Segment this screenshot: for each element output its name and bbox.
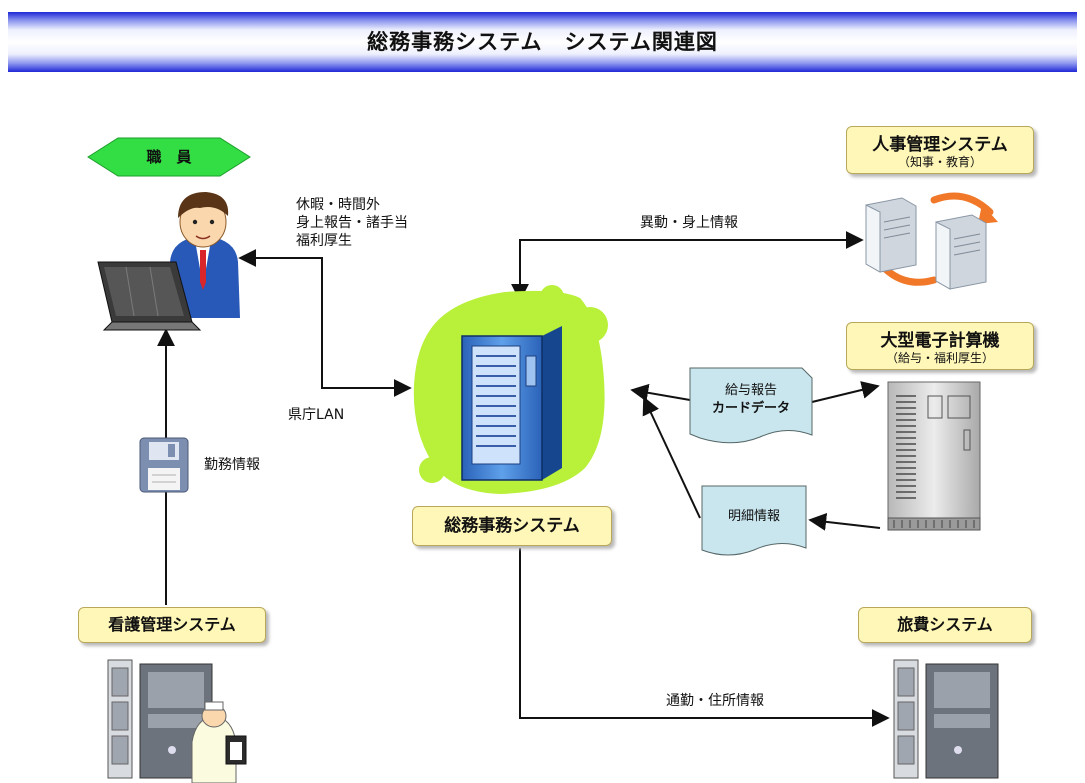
pc-tower-icon	[893, 659, 999, 779]
commute-label: 通勤・住所情報	[666, 693, 764, 709]
flow-item-personal: 身上報告・諸手当	[296, 215, 408, 231]
connectors	[157, 231, 890, 727]
detail-document-text: 明細情報	[702, 508, 806, 526]
flow-item-leave: 休暇・時間外	[296, 197, 380, 213]
hr-system-title: 人事管理システム	[872, 135, 1008, 155]
center-system-label: 総務事務システム	[444, 516, 580, 536]
payroll-line1: 給与報告	[724, 383, 777, 398]
flow-payroll-in	[630, 383, 691, 402]
nursing-system-box: 看護管理システム	[78, 607, 266, 643]
transfer-label: 異動・身上情報	[640, 215, 738, 231]
detail-label: 明細情報	[727, 509, 780, 524]
staff-tag-label: 職 員	[146, 148, 192, 166]
hr-system-box: 人事管理システム （知事・教育）	[846, 126, 1034, 174]
mainframe-icon	[887, 381, 981, 531]
flow-detail-in	[808, 512, 881, 531]
payroll-line2: カードデータ	[711, 401, 790, 416]
center-system-box: 総務事務システム	[412, 506, 612, 546]
payroll-document	[689, 367, 813, 444]
server-pair-icon	[865, 197, 987, 290]
staff-icon	[168, 192, 240, 318]
nurse-icon	[191, 701, 247, 783]
travel-system-box: 旅費システム	[858, 607, 1032, 643]
server-rack-icon	[413, 285, 608, 494]
staff-flow-items: 休暇・時間外 身上報告・諸手当 福利厚生	[296, 196, 408, 250]
lan-label: 県庁LAN	[288, 407, 345, 423]
page-title: 総務事務システム システム関連図	[367, 30, 718, 54]
laptop-icon	[97, 261, 202, 331]
detail-document	[701, 485, 807, 556]
mainframe-subtitle: （給与・福利厚生）	[885, 351, 994, 365]
floppy-disk-icon	[139, 437, 189, 493]
title-banner: 総務事務システム システム関連図	[8, 12, 1077, 72]
mainframe-title: 大型電子計算機	[880, 331, 1000, 351]
flow-transfer	[511, 231, 864, 302]
attendance-label: 勤務情報	[204, 457, 260, 473]
document-icon	[689, 367, 813, 556]
flow-staff-lan	[238, 249, 412, 397]
nursing-system-label: 看護管理システム	[108, 615, 236, 634]
mainframe-box: 大型電子計算機 （給与・福利厚生）	[846, 322, 1034, 370]
flow-payroll-out	[811, 381, 880, 403]
hr-system-subtitle: （知事・教育）	[897, 155, 982, 169]
payroll-document-text: 給与報告 カードデータ	[690, 382, 812, 418]
flow-detail-out	[642, 396, 701, 519]
travel-system-label: 旅費システム	[897, 615, 993, 634]
flow-item-welfare: 福利厚生	[296, 233, 352, 249]
staff-tag	[87, 137, 251, 177]
flow-commute	[519, 548, 890, 727]
